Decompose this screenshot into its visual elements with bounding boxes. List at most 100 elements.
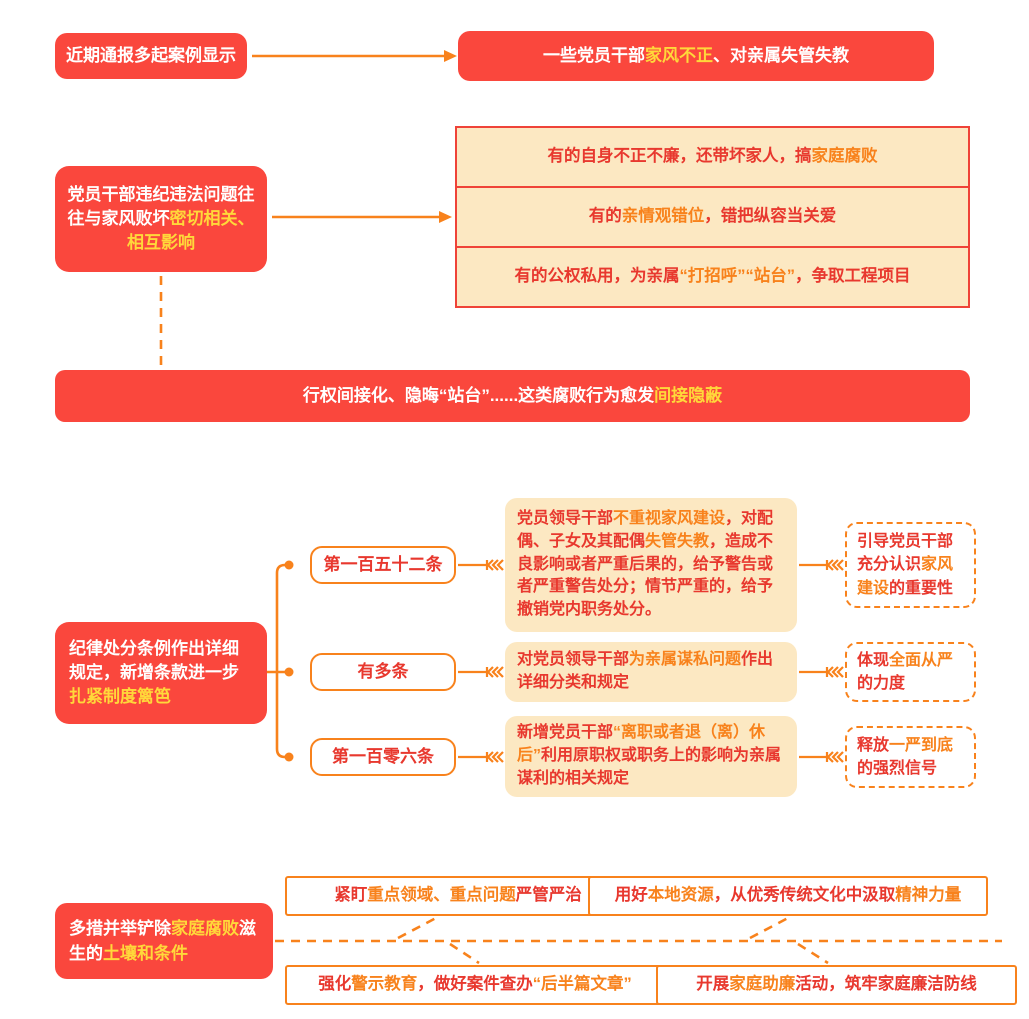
- text-segment: ，造成不良影响或者严重后果的，给予警告或者严重警告处分；情节严重的，给予撤销党内…: [517, 532, 774, 619]
- measure-key-areas-text: 紧盯重点领域、重点问题严管严治: [287, 884, 629, 907]
- measure-local-resources: 用好本地资源，从优秀传统文化中汲取精神力量: [588, 876, 988, 916]
- text-segment: 释放: [857, 736, 890, 754]
- text-segment: 家庭腐败: [811, 147, 878, 166]
- text-segment: 的强烈信号: [857, 760, 938, 777]
- text-segment: “打招呼”“站台”: [679, 267, 796, 286]
- note-strictness-text: 体现全面从严的力度: [857, 649, 964, 695]
- text-segment: 家庭腐败: [171, 918, 239, 938]
- text-segment: 密切相关、相互影响: [127, 209, 255, 252]
- chevron-link: [458, 666, 504, 678]
- multiple-articles-box: 有多条: [310, 653, 456, 691]
- measure-family-integrity: 开展家庭助廉活动，筑牢家庭廉洁防线: [656, 965, 1017, 1005]
- chevron-link: [458, 559, 504, 571]
- arrowhead-top-icon: [444, 50, 457, 62]
- text-segment: 扎紧制度篱笆: [69, 686, 171, 706]
- behavior-text: 有的自身不正不廉，还带坏家人，搞家庭腐败: [457, 145, 968, 168]
- text-segment: 不重视家风建设: [613, 510, 726, 528]
- text-segment: 为亲属谋私问题: [629, 651, 742, 669]
- dashed-stub-down: [797, 942, 829, 965]
- text-segment: 利用原职权或职务上的影响为亲属谋利的相关规定: [517, 747, 782, 787]
- bracket-curve: [275, 563, 288, 759]
- case-report-text: 近期通报多起案例显示: [61, 44, 241, 68]
- text-segment: 多措并举铲除: [69, 918, 171, 938]
- banner-box: 行权间接化、隐晦“站台”......这类腐败行为愈发间接隐蔽: [55, 370, 970, 422]
- text-segment: ，对配偶、子女及其配偶: [517, 510, 774, 550]
- text-segment: 严管严治: [515, 886, 582, 905]
- measure-warning-education-text: 强化警示教育，做好案件查办“后半篇文章”: [287, 973, 663, 996]
- effect-text: 一些党员干部家风不正、对亲属失管失教: [468, 44, 924, 68]
- text-segment: 用好: [614, 886, 648, 905]
- regulation-text: 纪律处分条例作出详细规定，新增条款进一步扎紧制度篱笆: [69, 637, 253, 708]
- text-segment: 土壤和条件: [103, 944, 188, 963]
- multiple-articles-content: 对党员领导干部为亲属谋私问题作出详细分类和规定: [505, 642, 797, 702]
- text-segment: 有的: [588, 207, 622, 226]
- cause-text: 党员干部违纪违法问题往往与家风败坏密切相关、相互影响: [65, 183, 257, 254]
- text-segment: 家风建设: [857, 556, 954, 597]
- note-signal-text: 释放一严到底的强烈信号: [857, 734, 964, 780]
- text-segment: 纪律处分条例作出详细规定，新增条款进一步: [69, 639, 239, 683]
- text-segment: 重点领域、重点问题: [367, 886, 516, 905]
- text-segment: 本地资源: [647, 886, 714, 905]
- multiple-articles-label: 有多条: [357, 662, 409, 682]
- text-segment: 体现: [857, 651, 890, 669]
- behavior-text: 有的公权私用，为亲属“打招呼”“站台”，争取工程项目: [457, 265, 968, 288]
- text-segment: 全面从严: [889, 651, 954, 669]
- article-106-content-text: 新增党员干部“离职或者退（离）休后”利用原职权或职务上的影响为亲属谋利的相关规定: [517, 722, 785, 790]
- effect-box: 一些党员干部家风不正、对亲属失管失教: [458, 31, 934, 81]
- text-segment: 近期通报多起案例显示: [66, 46, 236, 66]
- text-segment: ，从优秀传统文化中汲取: [713, 886, 896, 905]
- text-segment: 一严到底: [889, 736, 954, 754]
- text-segment: 党员领导干部: [517, 510, 614, 528]
- note-strictness: 体现全面从严的力度: [845, 642, 976, 702]
- article-152-content: 党员领导干部不重视家风建设，对配偶、子女及其配偶失管失教，造成不良影响或者严重后…: [505, 498, 797, 632]
- text-segment: 一些党员干部: [543, 46, 645, 66]
- text-segment: 、对亲属失管失教: [713, 46, 849, 66]
- text-segment: 党员干部违纪违法问题往往与家风败坏: [67, 185, 255, 229]
- text-segment: 有的公权私用，为亲属: [514, 267, 680, 286]
- text-segment: ，争取工程项目: [795, 267, 911, 286]
- behavior-row: 有的自身不正不廉，还带坏家人，搞家庭腐败: [457, 128, 968, 186]
- bracket-dot: [284, 560, 294, 570]
- multiple-articles-content-text: 对党员领导干部为亲属谋私问题作出详细分类和规定: [517, 649, 785, 694]
- text-segment: 精神力量: [895, 886, 962, 905]
- text-segment: 开展: [696, 975, 730, 994]
- text-segment: 引导党员干部充分认识: [857, 533, 954, 574]
- text-segment: 对党员领导干部: [517, 651, 630, 669]
- article-106-box: 第一百零六条: [310, 738, 456, 776]
- banner-text: 行权间接化、隐晦“站台”......这类腐败行为愈发间接隐蔽: [55, 384, 970, 408]
- behavior-row: 有的亲情观错位，错把纵容当关爱: [457, 186, 968, 246]
- dashed-stub-up: [397, 916, 437, 940]
- behavior-row: 有的公权私用，为亲属“打招呼”“站台”，争取工程项目: [457, 246, 968, 306]
- text-segment: 家风不正: [645, 46, 713, 66]
- article-106-content: 新增党员干部“离职或者退（离）休后”利用原职权或职务上的影响为亲属谋利的相关规定: [505, 716, 797, 797]
- article-152-box: 第一百五十二条: [310, 546, 456, 584]
- chevron-link: [799, 559, 844, 571]
- bracket-dot: [284, 667, 294, 677]
- behaviors-group: 有的自身不正不廉，还带坏家人，搞家庭腐败 有的亲情观错位，错把纵容当关爱 有的公…: [455, 126, 970, 308]
- text-segment: ，做好案件查办: [417, 975, 533, 994]
- measure-family-integrity-text: 开展家庭助廉活动，筑牢家庭廉洁防线: [658, 973, 1015, 996]
- article-152-content-text: 党员领导干部不重视家风建设，对配偶、子女及其配偶失管失教，造成不良影响或者严重后…: [517, 508, 785, 622]
- arrowhead-middle-icon: [439, 211, 452, 223]
- text-segment: 滋生的: [69, 918, 256, 964]
- note-signal: 释放一严到底的强烈信号: [845, 726, 976, 788]
- text-segment: 的力度: [857, 675, 906, 692]
- text-segment: 行权间接化、隐晦“站台”......这类腐败行为愈发: [302, 386, 655, 406]
- chevron-link: [799, 666, 844, 678]
- text-segment: 亲情观错位: [621, 207, 705, 226]
- text-segment: 警示教育: [351, 975, 418, 994]
- text-segment: 作出详细分类和规定: [517, 651, 774, 691]
- text-segment: 有的自身不正不廉，还带坏家人，搞: [547, 147, 812, 166]
- text-segment: 活动，筑牢家庭廉洁防线: [795, 975, 977, 994]
- measure-warning-education: 强化警示教育，做好案件查办“后半篇文章”: [285, 965, 665, 1005]
- chevron-link: [458, 751, 504, 763]
- text-segment: “后半篇文章”: [532, 975, 632, 994]
- text-segment: ，错把纵容当关爱: [704, 207, 837, 226]
- text-segment: 强化: [318, 975, 352, 994]
- bracket-dot: [284, 752, 294, 762]
- text-segment: 新增党员干部: [517, 724, 614, 742]
- text-segment: 间接隐蔽: [654, 386, 723, 406]
- text-segment: 紧盯: [334, 886, 368, 905]
- case-report-box: 近期通报多起案例显示: [55, 33, 247, 79]
